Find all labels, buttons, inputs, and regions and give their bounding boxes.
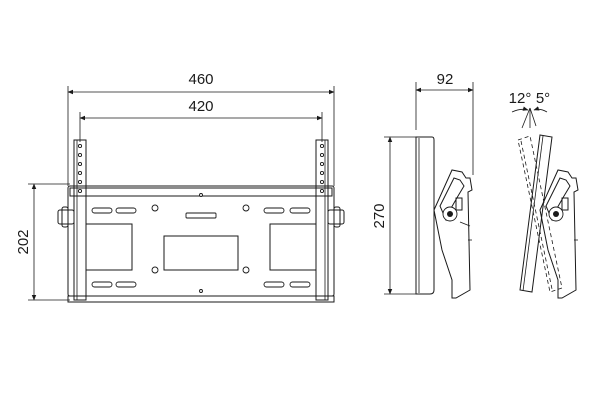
dimension-460: 460: [67, 71, 335, 186]
dimension-92: 92: [415, 71, 474, 175]
tilt-down-plate: [519, 134, 553, 293]
dimension-202: 202: [15, 183, 70, 301]
angle-guides: [511, 106, 548, 129]
tilt-view: 12° 5°: [509, 90, 579, 299]
dimension-label-460: 460: [188, 71, 213, 88]
wall-plate: [67, 185, 335, 303]
side-wall-plate: [415, 136, 435, 295]
dimension-label-270: 270: [371, 203, 388, 228]
side-tilt-bracket: [433, 169, 473, 299]
side-view: 92 270: [371, 71, 474, 299]
right-vertical-arm: [315, 139, 345, 301]
angle-label-5: 5°: [536, 90, 550, 107]
dimension-label-202: 202: [15, 229, 32, 254]
tilt-up-plate-dashed: [517, 135, 563, 293]
tilt-bracket: [539, 169, 579, 299]
dimension-label-420: 420: [188, 98, 213, 115]
dimension-label-92: 92: [437, 71, 454, 88]
front-view: 460 420 202: [15, 71, 345, 303]
dimension-420: 420: [79, 98, 323, 142]
dimension-270: 270: [371, 136, 418, 295]
left-vertical-arm: [57, 139, 87, 301]
angle-label-12: 12°: [509, 90, 532, 107]
